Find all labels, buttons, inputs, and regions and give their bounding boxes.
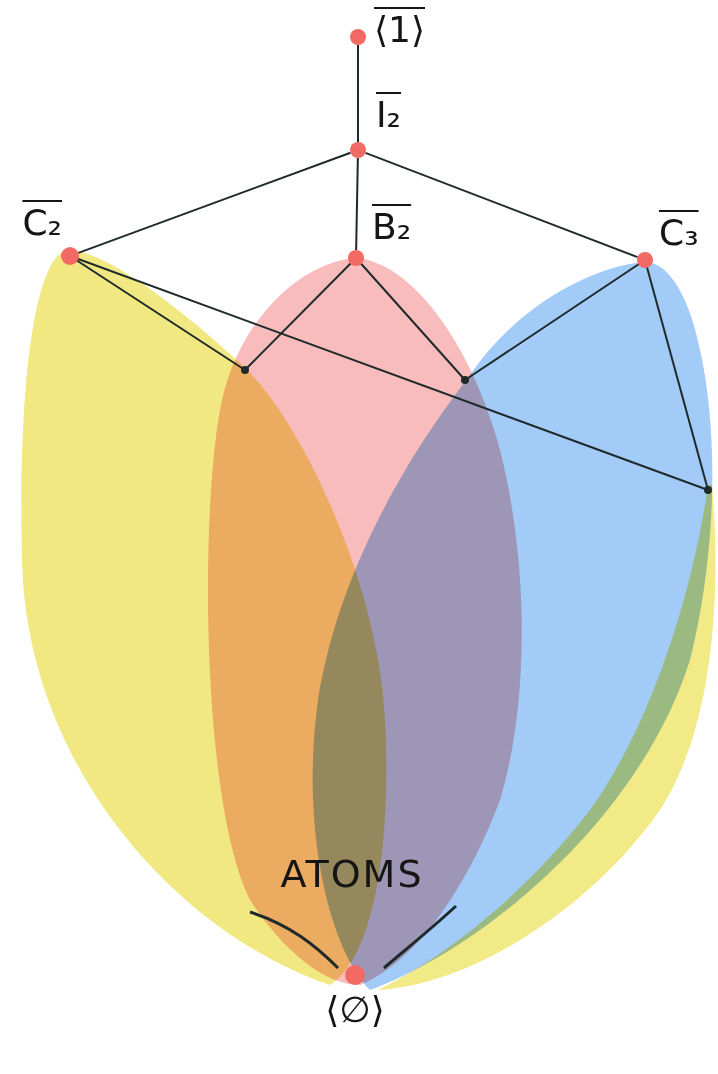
element-label: I₂ bbox=[376, 94, 401, 135]
hasse-line bbox=[70, 256, 245, 370]
element-label: C₃ bbox=[659, 212, 699, 253]
element-label: ⟨1⟩ bbox=[374, 9, 425, 50]
atoms-bracket bbox=[250, 912, 338, 968]
atom-dot bbox=[241, 366, 249, 374]
element-label: C₂ bbox=[22, 202, 62, 243]
annotation-label: ATOMS bbox=[280, 852, 423, 896]
lattice-point: ⟨1⟩ bbox=[350, 29, 366, 45]
yellow-strip bbox=[378, 485, 715, 990]
hasse-line bbox=[245, 258, 356, 370]
hasse-edge bbox=[78, 153, 350, 253]
atom-dot bbox=[461, 376, 469, 384]
lattice-point: C₃ bbox=[637, 252, 653, 268]
hasse-edge bbox=[357, 45, 359, 142]
element-label: ⟨∅⟩ bbox=[325, 989, 384, 1030]
hasse-edge bbox=[365, 153, 637, 257]
hasse-line bbox=[70, 256, 708, 490]
hasse-line bbox=[356, 258, 465, 380]
lattice-point: B₂ bbox=[348, 250, 364, 266]
lattice-point: ⟨∅⟩ bbox=[345, 965, 365, 985]
atom-dot bbox=[704, 486, 712, 494]
hasse-edge bbox=[356, 158, 358, 250]
lattice-point: I₂ bbox=[350, 142, 366, 158]
atoms-bracket bbox=[384, 906, 456, 968]
lattice-point: C₂ bbox=[61, 247, 79, 265]
hasse-line bbox=[645, 260, 708, 490]
element-label: B₂ bbox=[372, 206, 411, 247]
hasse-line bbox=[465, 260, 645, 380]
